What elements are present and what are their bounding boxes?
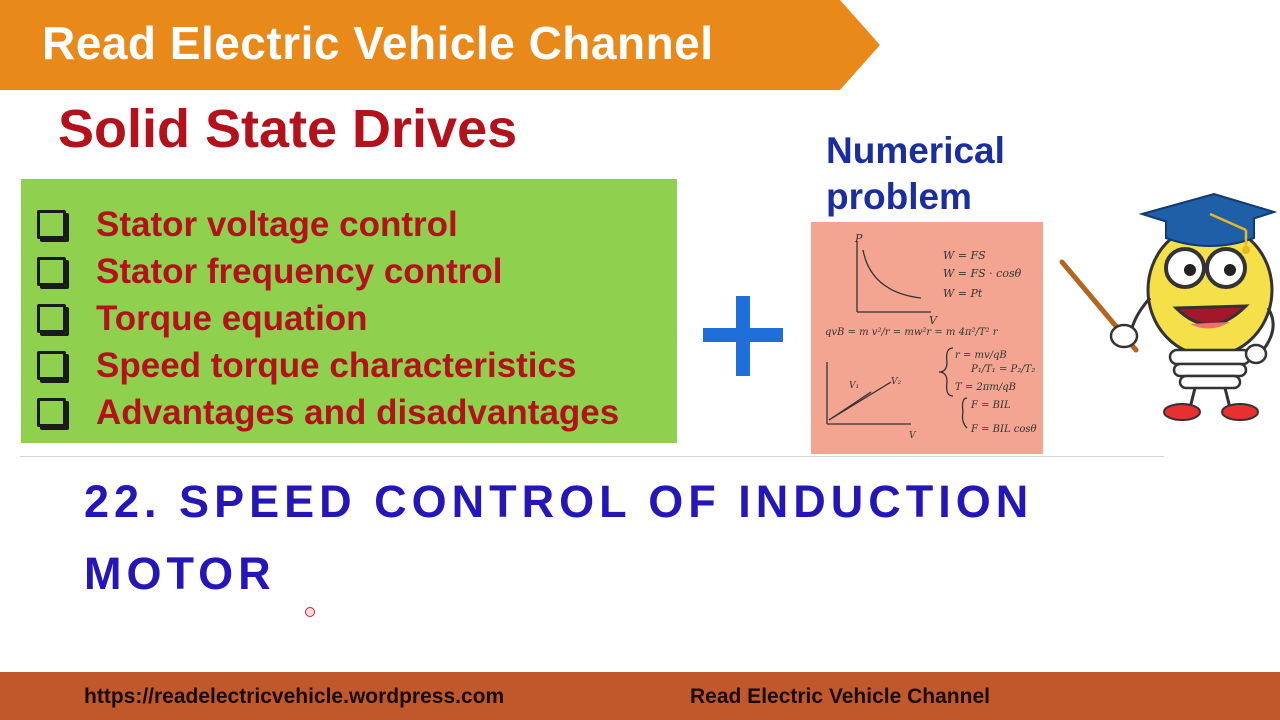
eq-work-1: W = FS xyxy=(943,249,986,262)
subtitle: Solid State Drives xyxy=(58,99,518,159)
topic-label: Stator frequency control xyxy=(96,251,503,291)
formula-note: P V W = FS W = FS · cosθ W = Pt qvB = m … xyxy=(811,222,1043,454)
topic-list: Stator voltage control Stator frequency … xyxy=(37,201,619,436)
topic-label: Stator voltage control xyxy=(96,204,458,244)
eq-radius: r = mv/qB xyxy=(955,350,1007,361)
numerical-line2: problem xyxy=(826,176,972,217)
topic-label: Advantages and disadvantages xyxy=(96,392,620,432)
v1-label: V₁ xyxy=(849,381,859,391)
eq-work-3: W = Pt xyxy=(943,287,983,300)
eq-ratio: P₁/T₁ = P₂/T₂ xyxy=(970,364,1035,375)
checkbox-icon xyxy=(37,398,66,427)
eq-bil: F = BIL xyxy=(970,400,1011,411)
eq-bil-cos: F = BIL cosθ xyxy=(970,424,1037,435)
list-item: Torque equation xyxy=(37,295,619,342)
axis-v2-label: V xyxy=(909,431,917,441)
eq-force: qvB = m v²/r = mw²r = m 4π²/T² r xyxy=(825,327,999,338)
title-banner xyxy=(0,0,880,90)
topic-label: Torque equation xyxy=(96,298,368,338)
formula-sketch: P V W = FS W = FS · cosθ W = Pt qvB = m … xyxy=(825,232,1037,441)
plus-icon xyxy=(703,296,783,376)
list-item: Stator frequency control xyxy=(37,248,619,295)
checkbox-icon xyxy=(37,351,66,380)
topic-box: Stator voltage control Stator frequency … xyxy=(21,179,677,443)
list-item: Stator voltage control xyxy=(37,201,619,248)
numerical-line1: Numerical xyxy=(826,130,1005,171)
list-item: Speed torque characteristics xyxy=(37,342,619,389)
checkbox-icon xyxy=(37,210,66,239)
cursor-icon xyxy=(305,607,315,617)
numerical-label: Numerical problem xyxy=(826,128,1005,220)
divider xyxy=(20,456,1164,457)
checkbox-icon xyxy=(37,304,66,333)
axis-p-label: P xyxy=(854,232,863,245)
checkbox-icon xyxy=(37,257,66,286)
axis-v-label: V xyxy=(929,314,938,327)
v2-label: V₂ xyxy=(891,377,901,387)
topic-label: Speed torque characteristics xyxy=(96,345,577,385)
footer-channel-name: Read Electric Vehicle Channel xyxy=(690,685,990,708)
list-item: Advantages and disadvantages xyxy=(37,389,619,436)
footer-bar: https://readelectricvehicle.wordpress.co… xyxy=(0,672,1280,720)
footer-url-link[interactable]: https://readelectricvehicle.wordpress.co… xyxy=(84,685,505,708)
video-headline: 22. SPEED CONTROL OF INDUCTION MOTOR xyxy=(84,476,1034,599)
eq-period: T = 2πm/qB xyxy=(955,382,1016,393)
bulb-mascot xyxy=(1050,190,1280,435)
eq-work-2: W = FS · cosθ xyxy=(943,267,1022,280)
banner-title: Read Electric Vehicle Channel xyxy=(42,17,714,69)
